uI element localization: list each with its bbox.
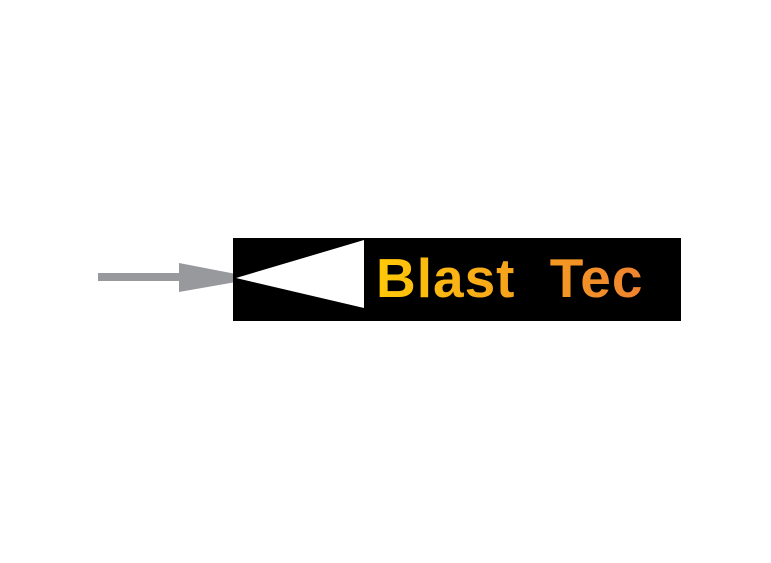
blast-cone-icon — [236, 240, 364, 308]
logo-word-tec: Tec — [550, 247, 644, 309]
logo-wordmark: Blast Tec — [376, 247, 643, 309]
nozzle-tip-icon — [179, 263, 236, 292]
logo-word-blast: Blast — [376, 247, 516, 309]
nozzle-rod — [98, 273, 190, 281]
